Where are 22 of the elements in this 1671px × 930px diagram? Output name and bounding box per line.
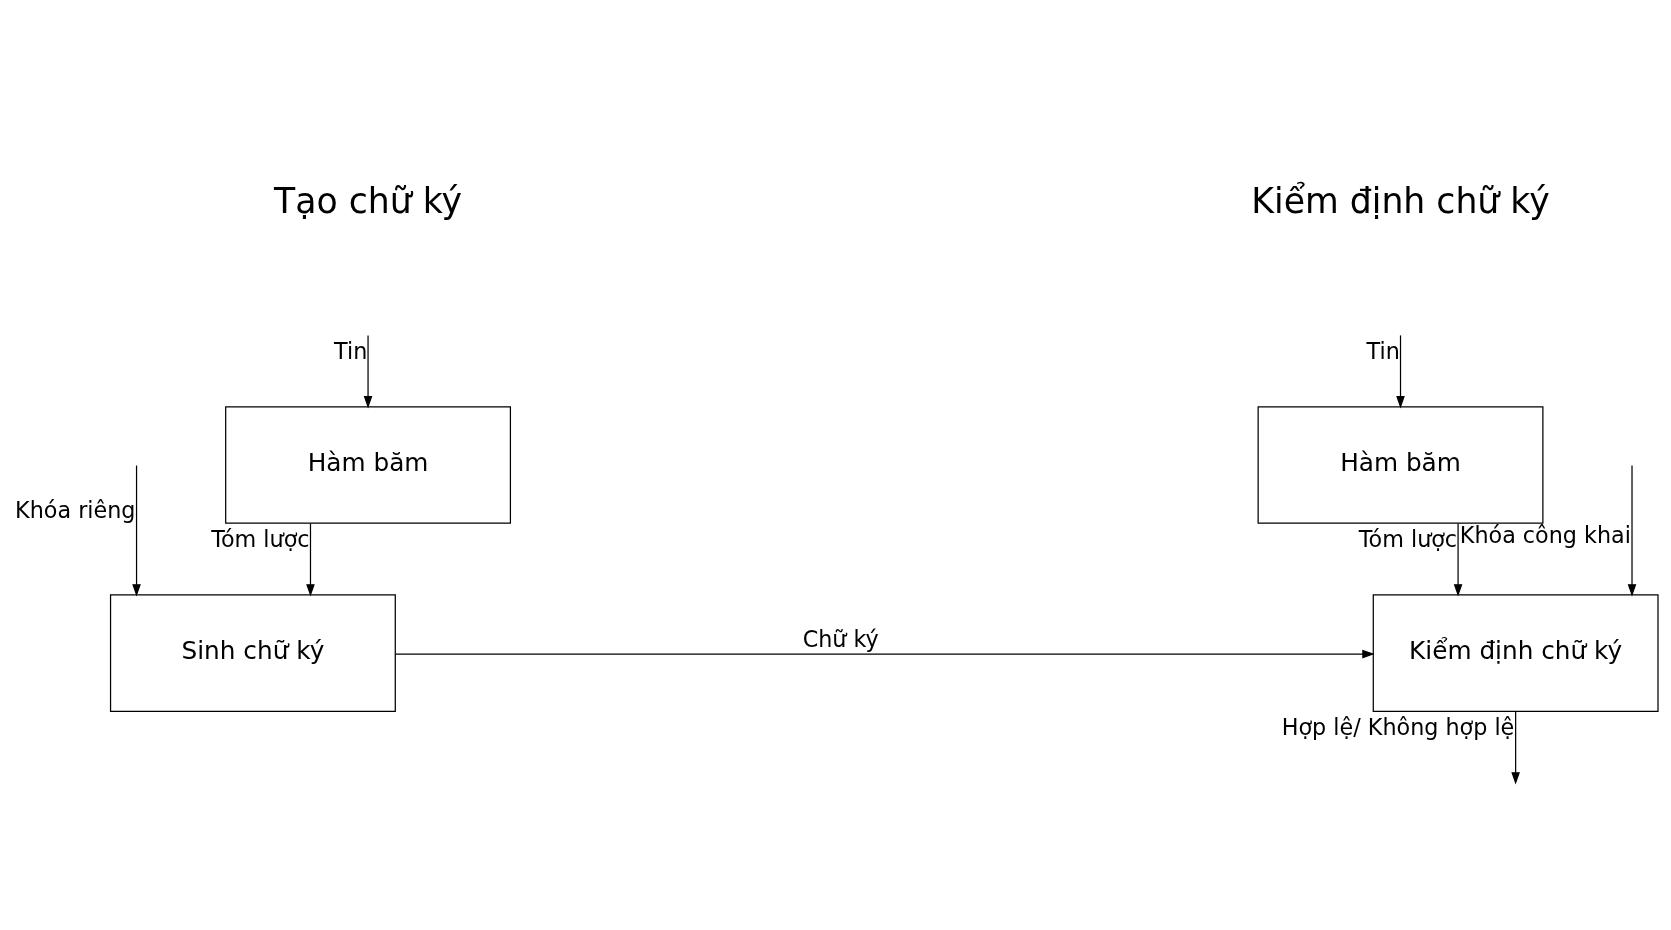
node-box: Hàm băm (224, 406, 511, 524)
arrow (1453, 522, 1462, 597)
edge-label: Hợp lệ/ Không hợp lệ (1281, 714, 1514, 741)
arrow (363, 334, 372, 409)
edge-label: Tóm lược (1358, 526, 1457, 553)
arrow (305, 522, 315, 597)
node-box: Sinh chữ ký (109, 594, 396, 712)
node-box: Hàm băm (1257, 406, 1543, 524)
edge-label: Tin (1366, 338, 1400, 365)
arrow (394, 649, 1375, 659)
arrow (131, 464, 141, 597)
label: Tạo chữ ký (273, 180, 462, 221)
arrow (1395, 334, 1405, 409)
edge-label: Khóa công khai (1459, 522, 1631, 548)
edge-label: Chữ ký (802, 626, 879, 653)
label: Kiểm định chữ ký (1250, 180, 1550, 221)
edge-label: Tin (333, 338, 367, 365)
node-box: Kiểm định chữ ký (1372, 594, 1659, 712)
arrow (1627, 464, 1636, 597)
arrow (1510, 710, 1520, 785)
edge-label: Khóa riêng (14, 497, 135, 524)
edge-label: Tóm lược (210, 526, 310, 553)
